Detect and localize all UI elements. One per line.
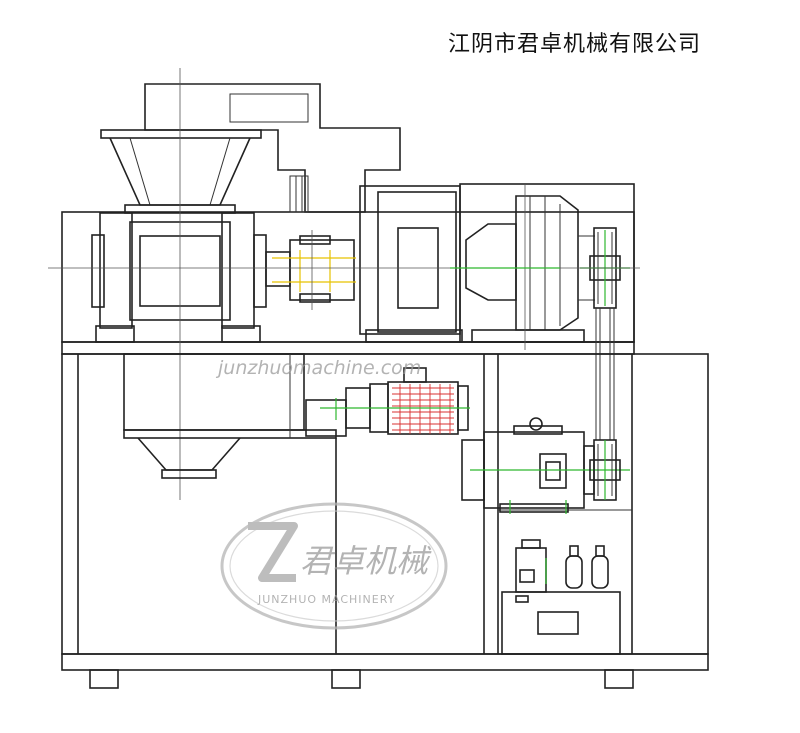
logo-chinese: 君卓机械 [300,542,432,580]
v-belt [595,308,615,440]
hydraulic-station [501,539,621,655]
logo-z-mark [248,522,298,582]
roller-press [91,68,267,500]
lower-frame [61,353,709,689]
upper-frame [61,211,635,355]
logo-ellipse [220,502,448,630]
watermark: junzhuomachine.com 君卓机械 JUNZHUO MACHINER… [215,357,448,630]
lower-pulley [589,439,621,501]
watermark-url: junzhuomachine.com [215,357,421,379]
planetary-gearbox [459,183,635,350]
logo-english: JUNZHUO MACHINERY [257,593,395,606]
coupling [265,230,356,310]
motor-fins [392,384,454,434]
main-motor [461,417,630,514]
discharge-chute [123,353,347,654]
company-name: 江阴市君卓机械有限公司 [448,32,702,57]
gear-reducer [359,185,463,343]
feeder-motor [320,367,470,435]
feed-hopper [100,83,401,214]
